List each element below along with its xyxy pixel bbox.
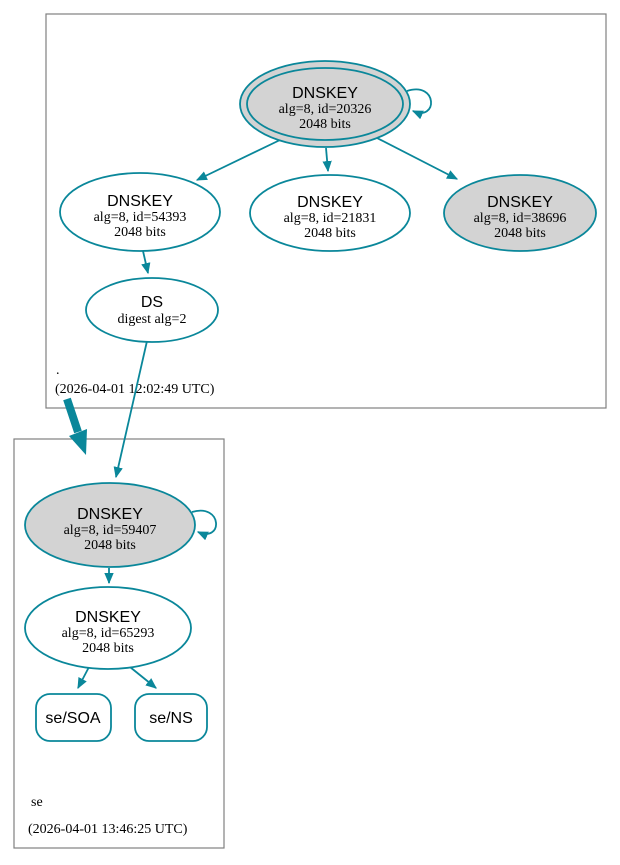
node-detail: alg=8, id=59407 <box>64 523 157 538</box>
node-detail: 2048 bits <box>299 117 351 132</box>
node-title: DS <box>141 294 163 311</box>
edge-se-zsk-to-ns <box>129 666 157 689</box>
node-detail: 2048 bits <box>84 538 136 553</box>
edge-se-ksk-self-loop <box>191 509 217 541</box>
node-detail: 2048 bits <box>82 641 134 656</box>
node-title: DNSKEY <box>75 609 141 626</box>
node-se-zsk-65293[interactable]: DNSKEY alg=8, id=65293 2048 bits <box>24 586 192 670</box>
node-title: DNSKEY <box>292 85 358 102</box>
root-zone-label: . <box>56 363 60 378</box>
node-title: DNSKEY <box>487 194 553 211</box>
node-root-zsk-54393[interactable]: DNSKEY alg=8, id=54393 2048 bits <box>59 172 221 252</box>
se-zone-cluster-box <box>13 438 225 849</box>
node-se-soa[interactable]: se/SOA <box>35 693 112 742</box>
edge-ds-to-se-ksk <box>113 340 148 479</box>
edge-root-ksk-to-zsk-21831 <box>322 147 332 173</box>
se-zone-timestamp: (2026-04-01 13:46:25 UTC) <box>28 822 188 837</box>
node-title: se/NS <box>149 710 193 727</box>
node-detail: alg=8, id=38696 <box>474 211 567 226</box>
node-root-zsk-38696[interactable]: DNSKEY alg=8, id=38696 2048 bits <box>443 174 597 252</box>
node-title: DNSKEY <box>107 193 173 210</box>
node-root-ksk-20326[interactable]: DNSKEY alg=8, id=20326 2048 bits <box>239 60 411 148</box>
node-detail: alg=8, id=21831 <box>284 211 377 226</box>
edge-root-ksk-to-zsk-38696 <box>376 137 459 180</box>
edge-root-ksk-to-zsk-54393 <box>195 139 281 181</box>
node-title: se/SOA <box>45 710 100 727</box>
node-se-ksk-59407[interactable]: DNSKEY alg=8, id=59407 2048 bits <box>24 482 196 568</box>
edge-root-ksk-self-loop <box>406 88 432 120</box>
root-zone-cluster-box <box>45 13 607 409</box>
node-title: DNSKEY <box>297 194 363 211</box>
edge-se-zsk-to-soa <box>77 666 90 690</box>
node-detail: alg=8, id=65293 <box>62 626 155 641</box>
root-zone-timestamp: (2026-04-01 12:02:49 UTC) <box>55 382 215 397</box>
se-zone-label: se <box>31 795 43 810</box>
node-detail: digest alg=2 <box>118 312 187 327</box>
node-root-ds[interactable]: DS digest alg=2 <box>85 277 219 343</box>
node-detail: 2048 bits <box>114 225 166 240</box>
node-detail: 2048 bits <box>494 226 546 241</box>
node-title: DNSKEY <box>77 506 143 523</box>
node-se-ns[interactable]: se/NS <box>134 693 208 742</box>
node-detail: 2048 bits <box>304 226 356 241</box>
node-root-zsk-21831[interactable]: DNSKEY alg=8, id=21831 2048 bits <box>249 174 411 252</box>
node-detail: alg=8, id=20326 <box>279 102 372 117</box>
edge-zsk-54393-to-ds <box>141 250 151 275</box>
delegation-arrow-root-to-se <box>63 397 87 455</box>
node-detail: alg=8, id=54393 <box>94 210 187 225</box>
